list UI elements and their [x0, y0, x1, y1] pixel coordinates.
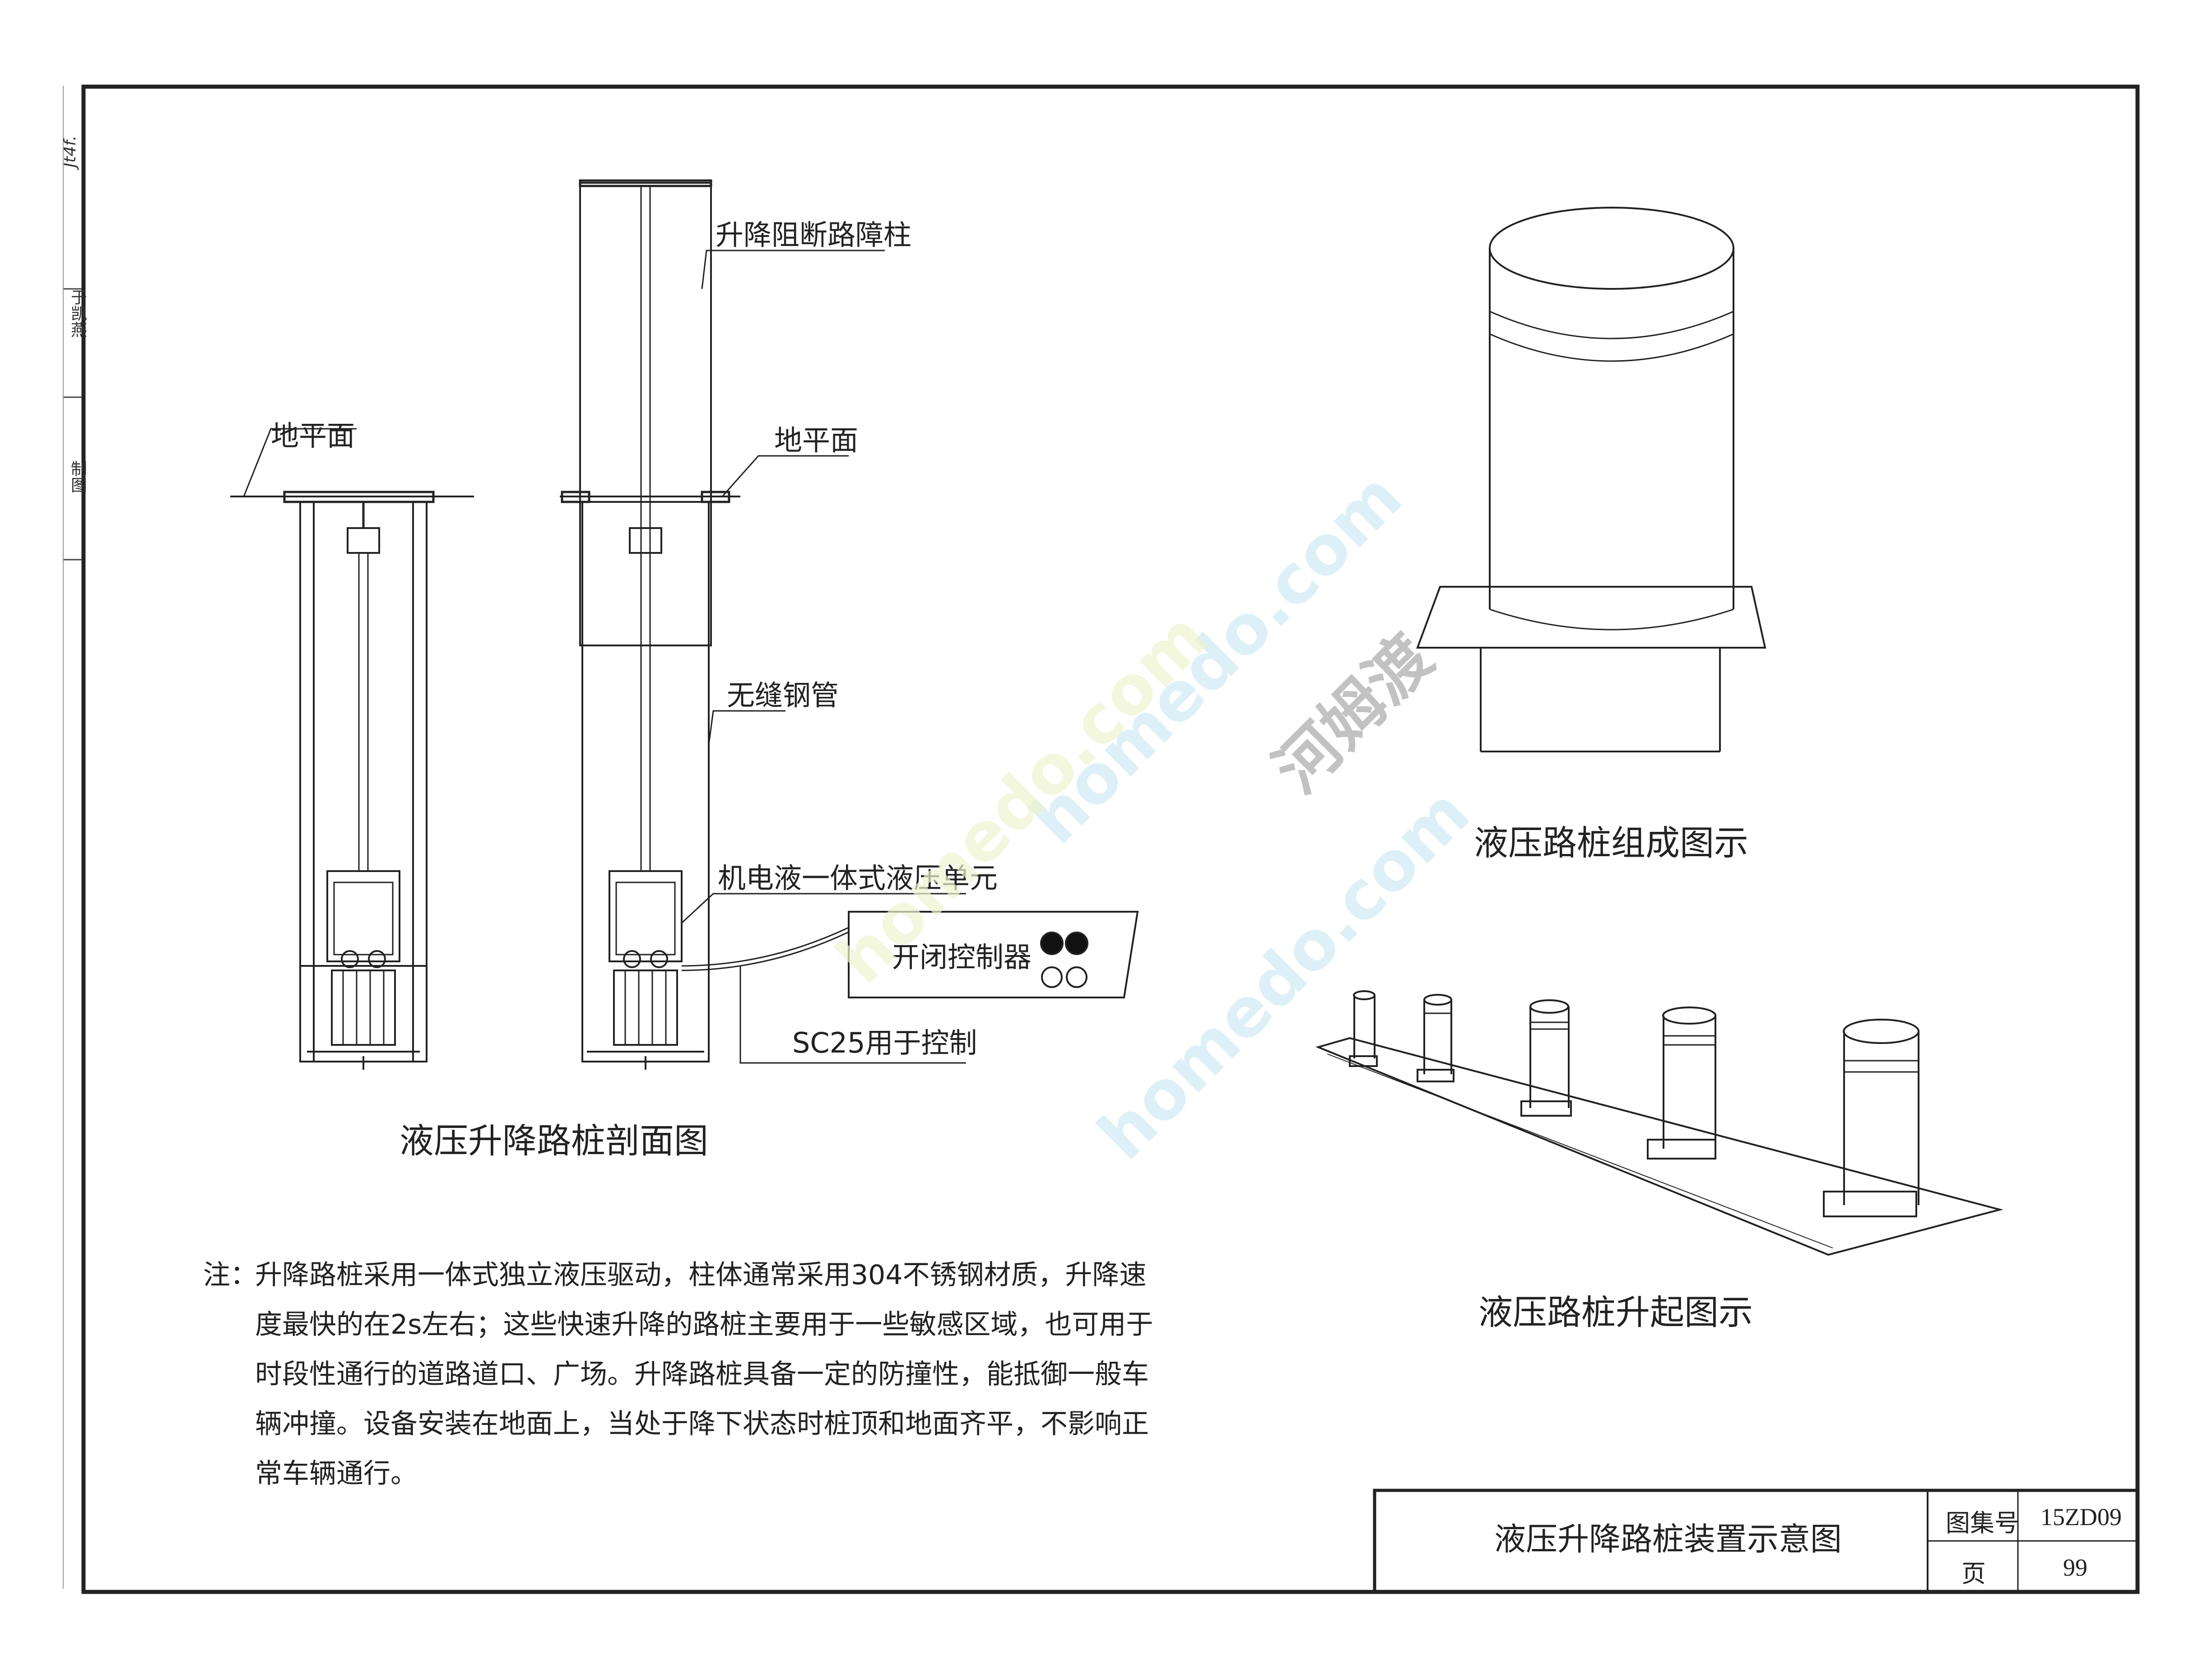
page-number: 99 [2063, 1554, 2087, 1581]
note-line-5: 常车辆通行。 [255, 1458, 418, 1489]
author-name: 于凯燕 [68, 289, 87, 338]
right-bollard-section [560, 179, 1139, 1070]
controller-button-open-1 [1041, 966, 1063, 988]
ground-level-label-right: 地平面 [774, 424, 859, 457]
signature: Jt4f. [61, 135, 79, 168]
rising-view-title: 液压路桩升起图示 [1478, 1292, 1753, 1332]
binding-strip [63, 86, 84, 1589]
section-view-title: 液压升降路桩剖面图 [400, 1121, 708, 1161]
note-line-3: 时段性通行的道路道口、广场。升降路桩具备一定的防撞性，能抵御一般车 [255, 1359, 1149, 1390]
left-bollard-section [230, 428, 474, 1070]
sheet-frame [81, 84, 2140, 1594]
drafting-label: 制图 [68, 460, 87, 493]
ground-level-label-left: 地平面 [271, 419, 355, 452]
atlas-number-label: 图集号 [1946, 1509, 2019, 1537]
note-line-1: 升降路桩采用一体式独立液压驱动，柱体通常采用304不锈钢材质，升降速 [255, 1259, 1147, 1291]
controller-button-open-2 [1066, 966, 1087, 988]
rising-bollards [1315, 990, 2003, 1256]
title-block-frame [1373, 1489, 2139, 1594]
controller-button-black-1 [1040, 932, 1064, 955]
controller-label: 开闭控制器 [892, 941, 1032, 974]
composition-view-title: 液压路桩组成图示 [1474, 823, 1748, 863]
note-line-4: 辆冲撞。设备安装在地面上，当处于降下状态时桩顶和地面齐平，不影响正 [255, 1408, 1149, 1440]
composition-bollard [1416, 207, 1766, 752]
note-prefix: 注： [203, 1259, 257, 1291]
note-line-2: 度最快的在2s左右；这些快速升降的路桩主要用于一些敏感区域，也可用于 [255, 1309, 1153, 1341]
bollard-label: 升降阻断路障柱 [716, 218, 912, 251]
controller-button-black-2 [1065, 932, 1088, 955]
atlas-number-value: 15ZD09 [2040, 1503, 2122, 1531]
page-label: 页 [1961, 1559, 1986, 1588]
drawing-title: 液压升降路桩装置示意图 [1494, 1521, 1842, 1558]
conduit-label: SC25用于控制 [792, 1026, 977, 1059]
seamless-pipe-label: 无缝钢管 [727, 679, 839, 712]
hydraulic-unit-label: 机电液一体式液压单元 [718, 862, 998, 895]
